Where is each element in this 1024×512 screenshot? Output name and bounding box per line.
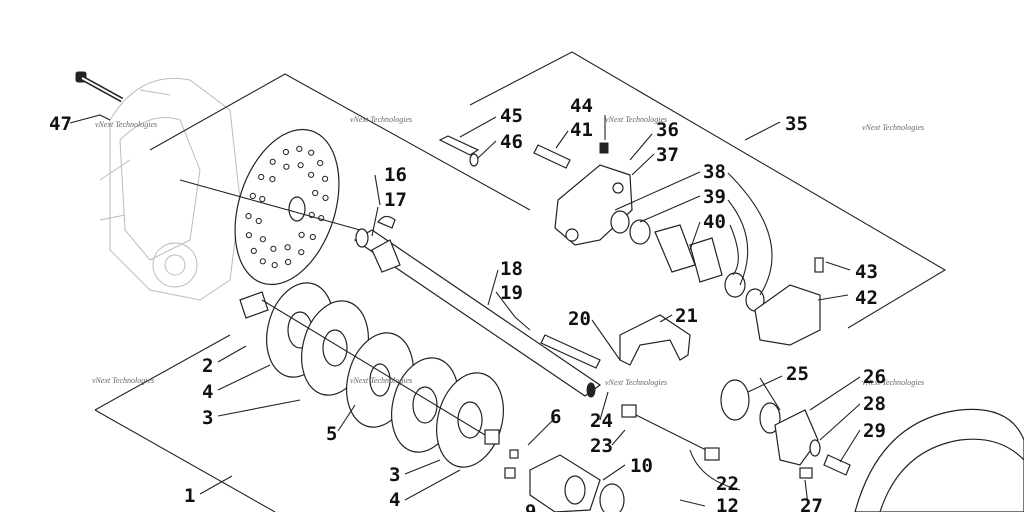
drive-shaft: [353, 228, 602, 398]
disc-hole: [270, 245, 277, 252]
watermark-6: vNext Technologies: [350, 376, 412, 385]
label-18: 18: [500, 258, 523, 280]
disc-hole: [250, 247, 257, 254]
disc-hole: [322, 194, 329, 201]
bolt-47: [75, 71, 124, 103]
label-3b: 3: [389, 464, 400, 486]
label-45: 45: [500, 105, 523, 127]
label-2: 2: [202, 355, 213, 377]
label-46: 46: [500, 131, 523, 153]
assembly-frame-lines: [94, 51, 947, 512]
disc-hole: [309, 233, 316, 241]
disc-hole: [259, 195, 266, 203]
label-37: 37: [656, 144, 679, 166]
bracket-21: [619, 314, 691, 366]
label-6: 6: [550, 406, 561, 428]
label-10: 10: [630, 455, 653, 477]
key-19: [540, 334, 601, 369]
label-26: 26: [863, 366, 886, 388]
disc-hole: [259, 258, 266, 265]
watermarks: vNext Technologies vNext Technologies vN…: [92, 115, 924, 387]
disc-hole: [269, 176, 276, 183]
watermark-7: vNext Technologies: [605, 378, 667, 387]
disc-hole: [282, 148, 289, 156]
label-39: 39: [703, 186, 726, 208]
disc-hole: [297, 162, 304, 169]
label-41: 41: [570, 119, 593, 141]
label-38: 38: [703, 161, 726, 183]
watermark-5: vNext Technologies: [92, 376, 154, 385]
label-35: 35: [785, 113, 808, 135]
label-1: 1: [184, 485, 195, 507]
label-21: 21: [675, 305, 698, 327]
leader-lines: [69, 114, 861, 507]
disc-hole: [322, 175, 329, 182]
label-16: 16: [384, 164, 407, 186]
label-28: 28: [863, 393, 886, 415]
key-17: [377, 215, 396, 229]
label-4b: 4: [389, 489, 400, 511]
disc-hole: [271, 262, 278, 269]
label-43: 43: [855, 261, 878, 283]
label-29: 29: [863, 420, 886, 442]
disc-hole: [285, 258, 292, 266]
disc-hole: [245, 213, 252, 220]
brake-disc: [234, 128, 340, 286]
label-3a: 3: [202, 407, 213, 429]
disc-hole: [298, 231, 305, 238]
label-19: 19: [500, 282, 523, 304]
label-25: 25: [786, 363, 809, 385]
disc-hole: [312, 189, 319, 197]
disc-hole: [298, 249, 305, 256]
disc-hole: [308, 171, 315, 178]
disc-hole: [258, 173, 265, 181]
watermark-1: vNext Technologies: [95, 120, 157, 129]
label-44: 44: [570, 95, 593, 117]
disc-hole: [308, 149, 315, 156]
label-17: 17: [384, 189, 407, 211]
watermark-8: vNext Technologies: [862, 378, 924, 387]
label-20: 20: [568, 308, 591, 330]
disc-hole: [317, 160, 324, 167]
label-5: 5: [326, 423, 337, 445]
label-9: 9: [525, 501, 536, 512]
caliper-assembly: [438, 135, 824, 346]
disc-hole: [255, 217, 262, 225]
disc-hole: [269, 158, 276, 165]
label-23: 23: [590, 435, 613, 457]
disc-hole: [284, 244, 291, 251]
label-12: 12: [716, 495, 739, 512]
bearing-housing: [720, 379, 851, 479]
watermark-3: vNext Technologies: [605, 115, 667, 124]
watermark-4: vNext Technologies: [862, 123, 924, 132]
bearing-flange: [504, 449, 625, 512]
label-24: 24: [590, 410, 613, 432]
disc-hole: [259, 236, 266, 243]
label-22: 22: [716, 473, 739, 495]
label-4a: 4: [202, 381, 213, 403]
disc-hole: [249, 192, 256, 199]
label-27: 27: [800, 495, 823, 512]
part-number-labels: 47 16 17 2 4 3 5 3 4 1 18 19 20 21 45 46…: [49, 95, 886, 512]
chaincase-housing: [99, 77, 241, 301]
drive-sprocket-wheel: [854, 408, 1024, 512]
speed-sensor-22: [621, 404, 720, 461]
label-40: 40: [703, 211, 726, 233]
watermark-2: vNext Technologies: [350, 115, 412, 124]
drive-sprockets: [239, 282, 504, 468]
label-47: 47: [49, 113, 72, 135]
disc-hole: [296, 145, 303, 152]
label-42: 42: [855, 287, 878, 309]
label-36: 36: [656, 119, 679, 141]
disc-hole: [283, 163, 290, 170]
disc-hole: [245, 232, 252, 239]
